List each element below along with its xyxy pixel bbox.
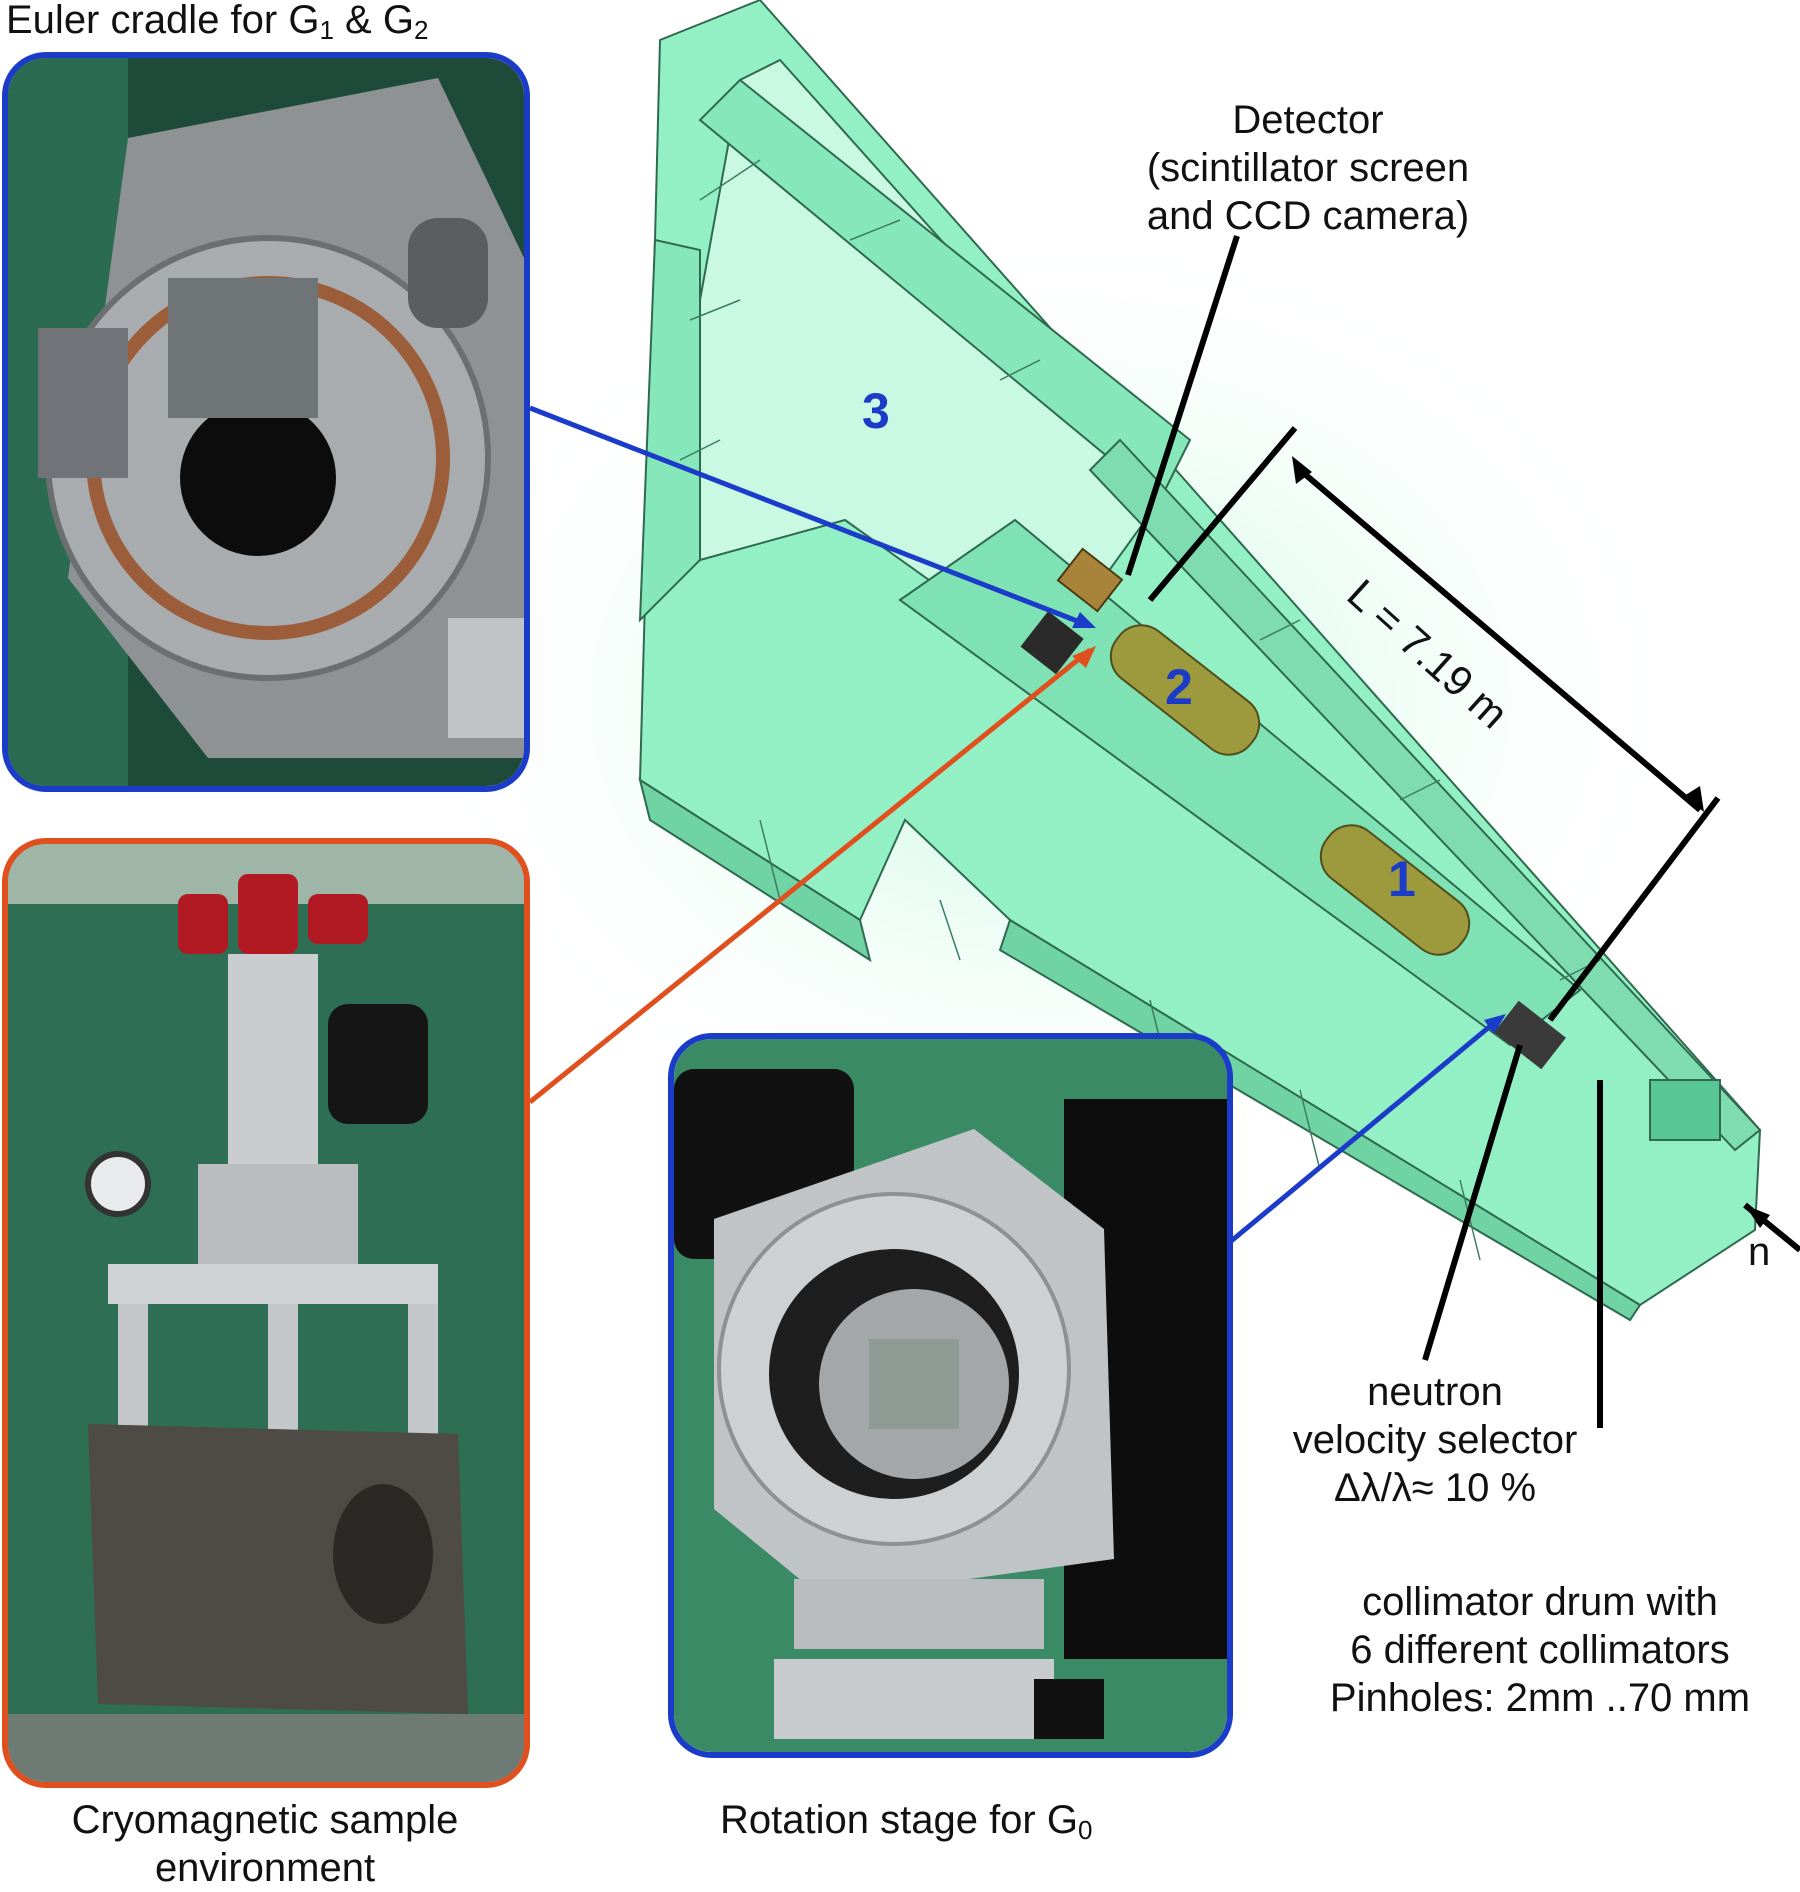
position-number-2: 2 [1165, 659, 1193, 715]
cryo-caption: Cryomagnetic sample environment [71, 1798, 459, 1890]
euler-callout-arrowhead [1072, 612, 1096, 628]
rotation-callout-arrowhead [1484, 1014, 1506, 1034]
cryostat-photo-frame [2, 838, 530, 1788]
leader-lines [1125, 235, 1800, 1428]
detector-label: Detector (scintillator screen and CCD ca… [1146, 98, 1470, 238]
selector-label: neutron velocity selector Δλ/λ≈ 10 % [1292, 1370, 1578, 1510]
rotation-stage-photo-frame [668, 1033, 1233, 1758]
euler-cradle-photo-frame [2, 52, 530, 792]
neutron-guide-tubes [1020, 547, 1721, 1141]
distance-arrow-end [1684, 786, 1704, 812]
position-number-3: 3 [862, 383, 890, 439]
position-number-1: 1 [1388, 851, 1416, 907]
shielding-house [638, 0, 1762, 1322]
collimator-label: collimator drum with 6 different collima… [1329, 1580, 1751, 1720]
rotation-caption: Rotation stage for G0 [720, 1798, 1093, 1845]
euler-callout-line [529, 405, 1091, 629]
distance-arrow-start [1292, 456, 1312, 484]
rotation-stage-photo [674, 1039, 1227, 1752]
cryo-callout-arrowhead [1072, 646, 1096, 668]
beam-label: n [1748, 1230, 1771, 1274]
cryostat-photo [8, 844, 524, 1782]
euler-caption: Euler cradle for G1 & G2 [6, 0, 429, 45]
rotation-callout-line [1228, 1016, 1502, 1244]
cryo-callout-line [528, 648, 1092, 1104]
beam-arrowhead [1745, 1205, 1770, 1228]
euler-cradle-photo [8, 58, 524, 786]
